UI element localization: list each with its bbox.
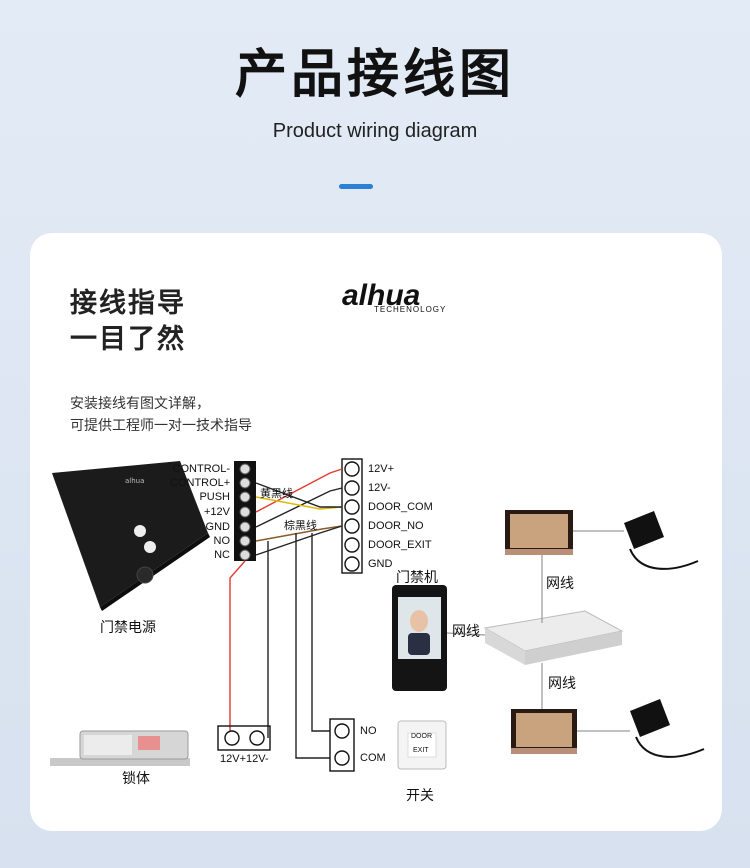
brand-logo: alhua bbox=[342, 279, 421, 312]
wire-label-brown-black: 棕黑线 bbox=[284, 520, 317, 532]
wiring-card: 接线指导 一目了然 安装接线有图文详解， 可提供工程师一对一技术指导 alhua… bbox=[30, 233, 722, 831]
wiring-diagram: alhua bbox=[50, 458, 705, 772]
switch-terminal-label: COM bbox=[360, 752, 386, 764]
network-switch-device bbox=[483, 610, 624, 665]
power-terminal-block bbox=[234, 461, 256, 561]
device-terminal-label: DOOR_EXIT bbox=[368, 539, 432, 551]
power-adapter-top bbox=[624, 511, 699, 570]
exit-button-text-bottom: EXIT bbox=[413, 747, 429, 754]
note-line1: 安装接线有图文详解， bbox=[70, 396, 210, 412]
lock-body bbox=[50, 730, 190, 766]
network-label-bottom: 网线 bbox=[548, 676, 576, 692]
page-title: 产品接线图 bbox=[234, 45, 515, 105]
lock-terminal-block bbox=[217, 725, 271, 751]
wire-label-yellow-black: 黄黑线 bbox=[260, 488, 293, 500]
indoor-monitor-top bbox=[505, 510, 573, 555]
power-terminal-label: CONTROL- bbox=[172, 463, 230, 475]
power-terminal-label: PUSH bbox=[199, 491, 230, 503]
lock-terminal-label: 12V+ bbox=[220, 753, 246, 765]
exit-button bbox=[397, 720, 447, 770]
power-terminal-label: GND bbox=[205, 521, 230, 533]
heading-line2: 一目了然 bbox=[70, 324, 186, 355]
lock-caption: 锁体 bbox=[122, 771, 150, 787]
accent-bar bbox=[339, 184, 373, 189]
network-label-top: 网线 bbox=[546, 576, 574, 592]
power-adapter-bottom bbox=[630, 699, 705, 758]
power-terminal-label: NO bbox=[213, 535, 231, 547]
heading-line1: 接线指导 bbox=[70, 288, 186, 319]
switch-terminal-label: NO bbox=[360, 725, 377, 737]
note-line2: 可提供工程师一对一技术指导 bbox=[70, 418, 252, 434]
access-terminal-caption: 门禁机 bbox=[396, 570, 438, 586]
lock-terminal-label: 12V- bbox=[246, 753, 269, 765]
page-subtitle: Product wiring diagram bbox=[272, 120, 478, 142]
power-supply-box: alhua bbox=[52, 461, 210, 611]
network-label-left: 网线 bbox=[452, 624, 480, 640]
device-terminal-label: DOOR_COM bbox=[368, 501, 433, 513]
access-terminal-device bbox=[392, 585, 447, 691]
device-terminal-block bbox=[341, 458, 363, 574]
power-terminal-label: CONTROL+ bbox=[170, 477, 231, 489]
svg-text:alhua: alhua bbox=[125, 477, 144, 485]
device-terminal-label: GND bbox=[368, 558, 393, 570]
power-terminal-label: NC bbox=[214, 549, 230, 561]
device-terminal-label: DOOR_NO bbox=[368, 520, 424, 532]
power-terminal-label: +12V bbox=[204, 506, 230, 518]
device-terminal-label: 12V- bbox=[368, 482, 391, 494]
switch-caption: 开关 bbox=[406, 788, 434, 804]
exit-button-text-top: DOOR bbox=[411, 733, 432, 740]
power-supply-caption: 门禁电源 bbox=[100, 620, 156, 636]
brand-logo-sub: TECHENOLOGY bbox=[374, 305, 447, 314]
device-terminal-label: 12V+ bbox=[368, 463, 394, 475]
switch-terminal-block bbox=[329, 718, 355, 772]
indoor-monitor-bottom bbox=[511, 709, 577, 754]
